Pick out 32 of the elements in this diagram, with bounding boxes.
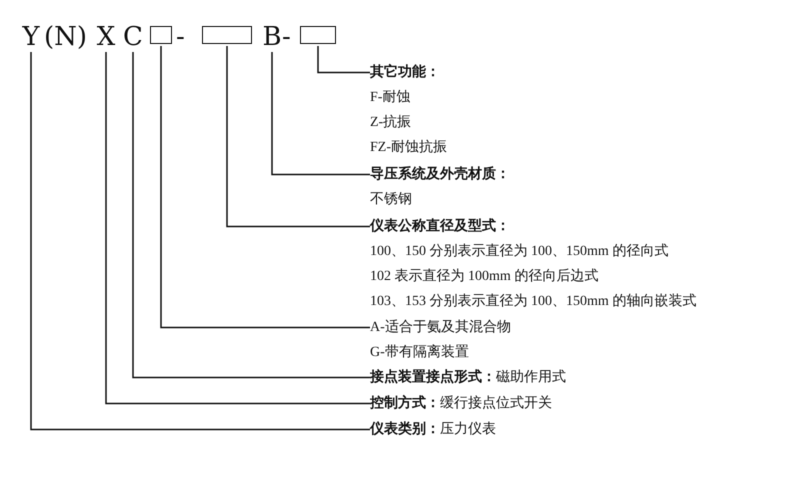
option-text: A-适合于氨及其混合物	[370, 318, 511, 337]
code-letter: Y	[20, 24, 42, 50]
option-text: 100、150 分别表示直径为 100、150mm 的径向式	[370, 242, 670, 261]
leader-line	[317, 46, 370, 74]
option-text: Z-抗振	[370, 114, 412, 132]
option-text: 102 表示直径为 100mm 的径向后边式	[370, 268, 600, 286]
option-text: G-带有隔离装置	[370, 343, 470, 362]
code-letter: B	[262, 24, 282, 50]
leader-line	[30, 52, 370, 430]
option-text: FZ-耐蚀抗振	[370, 138, 447, 157]
heading-text: 仪表公称直径及型式：	[370, 217, 511, 236]
leader-line	[271, 52, 370, 176]
definition-text: 接点装置接点形式：磁助作用式	[370, 368, 566, 387]
definition-text: 仪表类别：压力仪表	[370, 420, 496, 439]
heading-text: 其它功能：	[370, 62, 441, 82]
code-letter: C	[123, 24, 143, 50]
placeholder-box	[300, 26, 336, 44]
optional-code: (N)	[44, 24, 88, 50]
heading-text: 导压系统及外壳材质：	[370, 165, 510, 184]
separator-dash: -	[282, 24, 291, 50]
code-letter: X	[95, 24, 117, 50]
option-text: 不锈钢	[370, 191, 413, 209]
option-text: F-耐蚀	[370, 88, 412, 107]
separator-dash: -	[176, 24, 185, 50]
placeholder-box	[150, 26, 172, 44]
placeholder-box	[202, 26, 252, 44]
leader-line	[105, 52, 370, 404]
leader-line	[226, 46, 370, 228]
option-text: 103、153 分别表示直径为 100、150mm 的轴向嵌装式	[370, 292, 696, 311]
definition-text: 控制方式：缓行接点位式开关	[370, 394, 552, 413]
leader-line	[160, 46, 370, 328]
leader-line	[132, 52, 370, 378]
